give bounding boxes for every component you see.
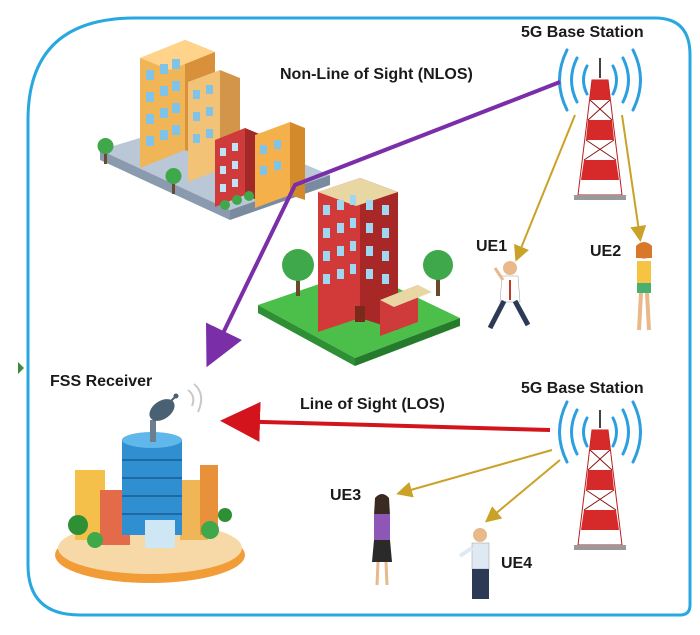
ue1-label: UE1 xyxy=(476,238,508,255)
person-icon xyxy=(636,242,652,331)
fss-receiver-label: FSS Receiver xyxy=(50,373,153,390)
base-station-bottom-label: 5G Base Station xyxy=(521,380,644,397)
city-buildings-icon xyxy=(97,40,330,220)
fss-receiver-icon xyxy=(55,383,245,583)
cell-tower-icon xyxy=(558,400,642,550)
person-icon xyxy=(487,261,531,330)
side-marker xyxy=(18,362,24,374)
ue3-label: UE3 xyxy=(330,487,362,504)
ue2-label: UE2 xyxy=(590,243,622,260)
apartment-building-icon xyxy=(258,178,460,366)
tree-icon xyxy=(282,249,453,296)
diagram-frame xyxy=(26,16,692,617)
tree-icon xyxy=(68,508,232,548)
los-signal-path xyxy=(220,401,551,442)
nlos-signal-path xyxy=(205,80,561,368)
cell-tower-icon xyxy=(558,48,642,200)
tree-icon xyxy=(97,138,254,210)
los-label: Line of Sight (LOS) xyxy=(300,396,445,413)
ue4-label: UE4 xyxy=(501,555,533,572)
base-station-top-label: 5G Base Station xyxy=(521,24,644,41)
nlos-label: Non-Line of Sight (NLOS) xyxy=(280,66,473,83)
ue-links xyxy=(396,114,647,523)
person-icon xyxy=(458,528,490,599)
person-icon xyxy=(372,494,392,586)
satellite-dish-icon xyxy=(149,383,203,442)
